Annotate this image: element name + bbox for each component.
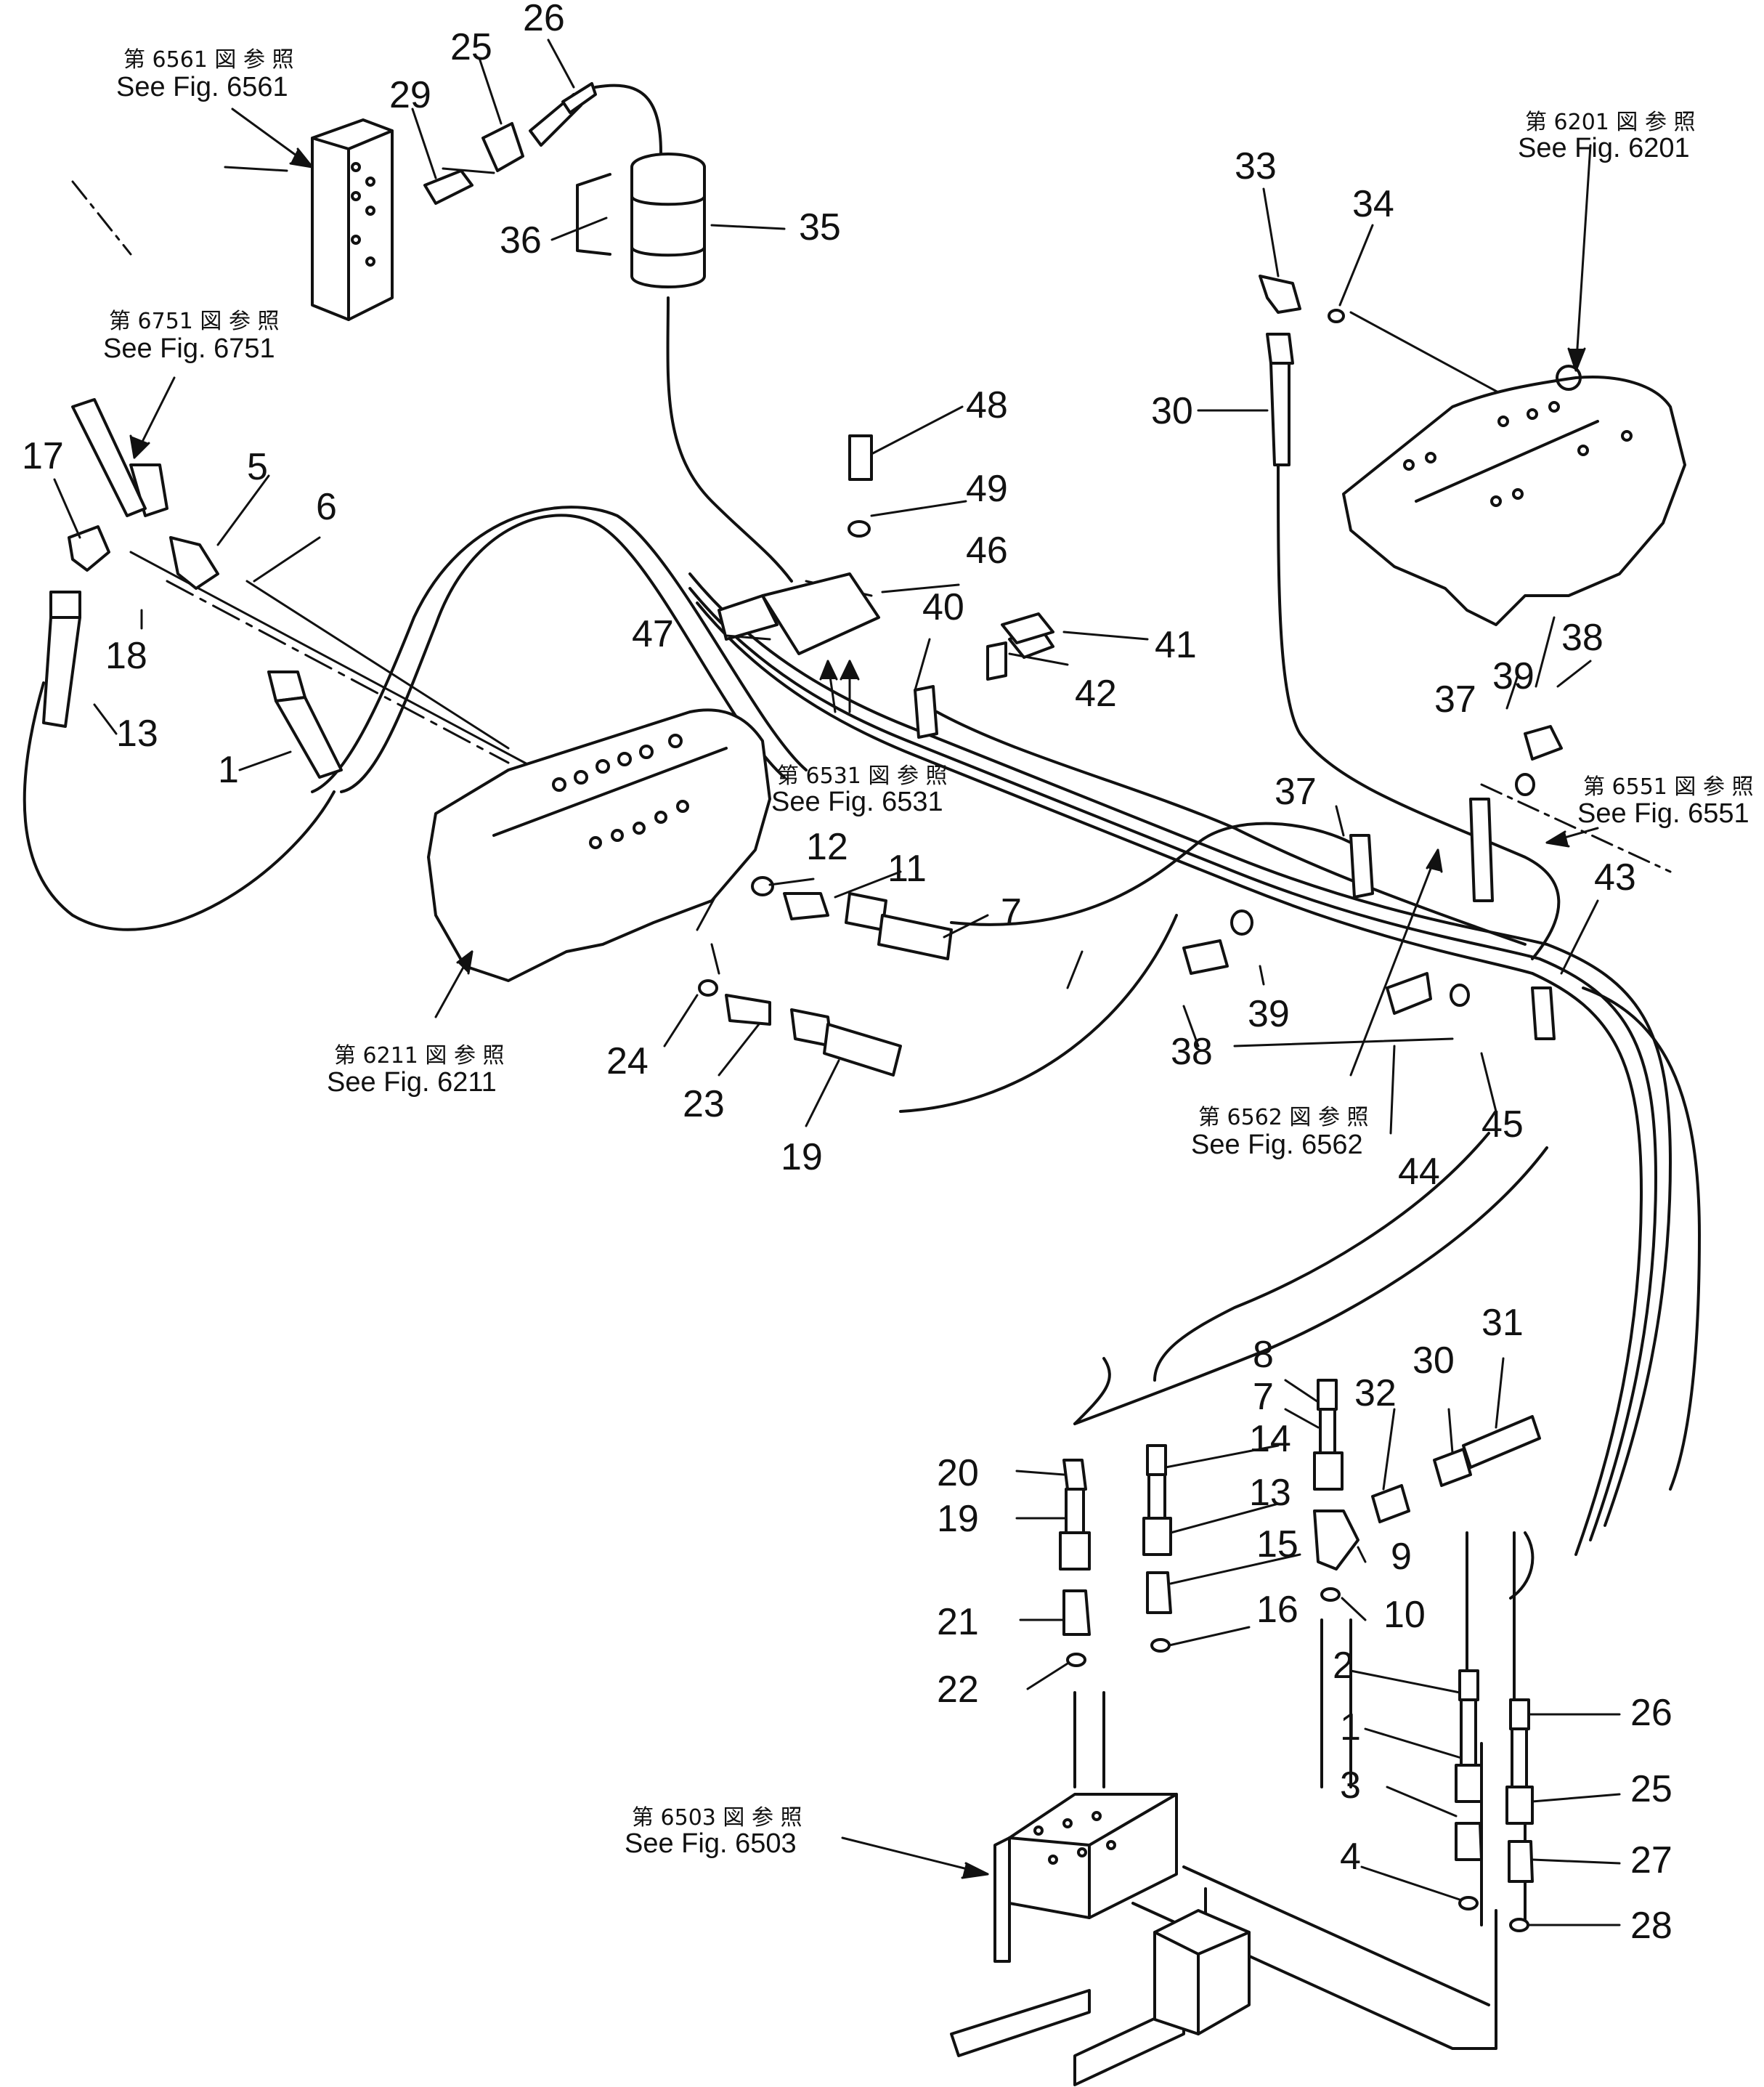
arrows <box>129 108 1599 1879</box>
callout-31: 31 <box>1481 1302 1524 1344</box>
callout-9: 9 <box>1391 1536 1412 1578</box>
hose-bundle <box>23 84 1701 2050</box>
callout-5: 5 <box>247 446 268 488</box>
ref-6503-en: See Fig. 6503 <box>625 1828 797 1859</box>
clamps <box>718 434 1563 1040</box>
callout-36: 36 <box>500 219 542 262</box>
callout-26-lower: 26 <box>1630 1692 1672 1734</box>
callout-26: 26 <box>523 0 565 39</box>
callout-8: 8 <box>1253 1334 1274 1376</box>
valve-block-6561 <box>311 118 394 321</box>
control-valve-6201 <box>1342 365 1686 626</box>
callout-14: 14 <box>1249 1418 1291 1460</box>
callout-33: 33 <box>1235 145 1277 187</box>
callout-7-lower: 7 <box>1253 1376 1274 1418</box>
callout-44: 44 <box>1398 1151 1440 1193</box>
callout-19: 19 <box>781 1136 823 1178</box>
callout-48: 48 <box>966 384 1008 426</box>
callout-leaders <box>53 39 1621 1926</box>
callout-3: 3 <box>1340 1764 1361 1807</box>
ref-6561-en: See Fig. 6561 <box>116 72 288 102</box>
ref-6201-jp: 第 6201 図 参 照 <box>1525 110 1696 135</box>
callout-38-lower: 38 <box>1171 1031 1213 1073</box>
ref-6503-jp: 第 6503 図 参 照 <box>632 1805 802 1831</box>
callout-15: 15 <box>1256 1523 1298 1565</box>
callout-23: 23 <box>683 1083 725 1125</box>
callout-45: 45 <box>1481 1103 1524 1146</box>
ref-6531-jp: 第 6531 図 参 照 <box>777 763 948 789</box>
ref-6751-en: See Fig. 6751 <box>103 333 275 364</box>
callout-10: 10 <box>1383 1594 1426 1636</box>
callout-17: 17 <box>22 435 64 477</box>
ref-6562-jp: 第 6562 図 参 照 <box>1198 1105 1369 1130</box>
callout-42: 42 <box>1075 673 1117 715</box>
filter-35 <box>576 153 706 288</box>
callout-4: 4 <box>1340 1836 1361 1878</box>
callout-30-lower: 30 <box>1413 1340 1455 1382</box>
callout-18: 18 <box>105 635 147 677</box>
callout-1: 1 <box>218 749 239 791</box>
callout-6: 6 <box>316 486 337 528</box>
ref-6561-jp: 第 6561 図 参 照 <box>123 47 294 73</box>
callout-27: 27 <box>1630 1839 1672 1881</box>
ref-6551-en: See Fig. 6551 <box>1577 798 1749 829</box>
callout-47: 47 <box>632 613 674 655</box>
callout-20: 20 <box>937 1452 979 1494</box>
ref-6751-jp: 第 6751 図 参 照 <box>109 309 280 334</box>
figure-references: 第 6561 図 参 照 See Fig. 6561 第 6751 図 参 照 … <box>103 47 1754 1859</box>
ref-6201-en: See Fig. 6201 <box>1518 133 1690 163</box>
callout-22: 22 <box>937 1669 979 1711</box>
callout-25-lower: 25 <box>1630 1768 1672 1810</box>
ref-6551-jp: 第 6551 図 参 照 <box>1583 774 1754 800</box>
callout-2: 2 <box>1333 1645 1354 1687</box>
callout-40: 40 <box>922 586 964 628</box>
callout-21: 21 <box>937 1601 979 1643</box>
callout-37-lower: 37 <box>1275 771 1317 813</box>
ref-6211-jp: 第 6211 図 参 照 <box>334 1043 505 1069</box>
fittings-top-right <box>1259 275 1345 466</box>
ref-6211-en: See Fig. 6211 <box>327 1067 497 1098</box>
callout-13-lower: 13 <box>1249 1472 1291 1514</box>
callout-49: 49 <box>966 468 1008 510</box>
callout-38-upper: 38 <box>1561 617 1604 659</box>
callout-7: 7 <box>1001 891 1022 933</box>
callout-39-upper: 39 <box>1492 655 1535 697</box>
ref-6562-en: See Fig. 6562 <box>1191 1130 1363 1160</box>
callout-46: 46 <box>966 530 1008 572</box>
callout-16: 16 <box>1256 1589 1298 1631</box>
fittings-center <box>698 876 953 1077</box>
callout-29: 29 <box>389 74 431 116</box>
callout-32: 32 <box>1354 1372 1397 1414</box>
ref-6531-en: See Fig. 6531 <box>771 787 943 817</box>
callout-43: 43 <box>1594 856 1636 899</box>
part-callouts: 26 25 29 36 35 33 34 30 17 5 6 18 13 1 4… <box>22 0 1672 1947</box>
callout-1-lower: 1 <box>1340 1706 1361 1748</box>
callout-39-lower: 39 <box>1248 993 1290 1035</box>
callout-35: 35 <box>799 206 841 248</box>
fittings-top <box>423 82 597 205</box>
callout-19-lower: 19 <box>937 1498 979 1540</box>
callout-34: 34 <box>1352 183 1394 225</box>
callout-13: 13 <box>116 713 158 755</box>
callout-28: 28 <box>1630 1905 1672 1947</box>
callout-41: 41 <box>1155 624 1197 666</box>
fittings-left <box>42 398 343 779</box>
callout-30-top: 30 <box>1151 390 1193 432</box>
callout-24: 24 <box>606 1040 649 1082</box>
fittings-bottom <box>1059 1379 1541 1932</box>
callout-11: 11 <box>887 848 927 890</box>
control-valve-6211 <box>427 708 771 982</box>
valve-block-6503 <box>950 1793 1251 2086</box>
callout-25: 25 <box>450 26 492 68</box>
callout-12: 12 <box>806 826 848 868</box>
callout-37-upper: 37 <box>1434 678 1476 721</box>
